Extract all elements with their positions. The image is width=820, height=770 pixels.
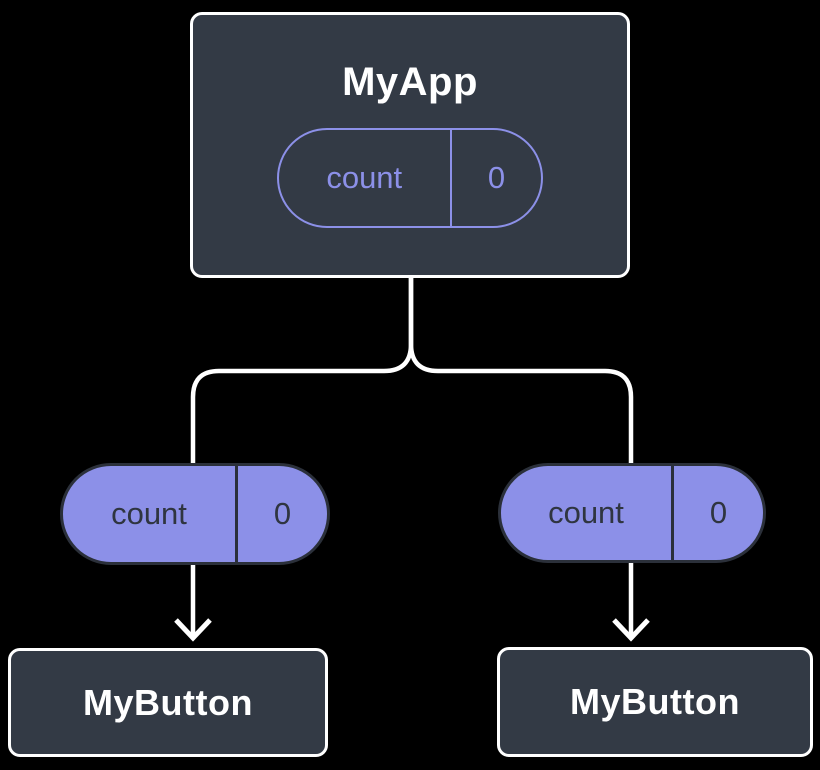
state-pill-value: 0 bbox=[487, 160, 506, 195]
node-mybutton-left: MyButton bbox=[8, 648, 328, 757]
prop-pill-left: count 0 bbox=[60, 463, 330, 565]
prop-pill-left-value: 0 bbox=[273, 496, 292, 531]
state-pill-myapp: count 0 bbox=[277, 128, 543, 228]
state-pill-divider bbox=[449, 130, 452, 226]
node-myapp-title: MyApp bbox=[342, 60, 478, 104]
prop-pill-right-value: 0 bbox=[709, 495, 728, 530]
arrow-left-head-icon bbox=[174, 618, 212, 642]
state-pill-label: count bbox=[326, 160, 403, 195]
fork-line-left bbox=[190, 278, 414, 464]
node-mybutton-right-title: MyButton bbox=[570, 681, 740, 722]
prop-pill-right-label: count bbox=[548, 495, 624, 530]
prop-pill-left-label: count bbox=[111, 496, 187, 531]
prop-pill-left-divider bbox=[235, 466, 238, 562]
prop-pill-right-divider bbox=[671, 466, 674, 560]
node-mybutton-right: MyButton bbox=[497, 647, 813, 757]
arrow-right-head-icon bbox=[612, 618, 650, 642]
node-mybutton-left-title: MyButton bbox=[83, 681, 253, 723]
fork-line-right bbox=[408, 278, 634, 464]
prop-pill-right: count 0 bbox=[498, 463, 766, 563]
node-myapp: MyApp count 0 bbox=[190, 12, 630, 278]
